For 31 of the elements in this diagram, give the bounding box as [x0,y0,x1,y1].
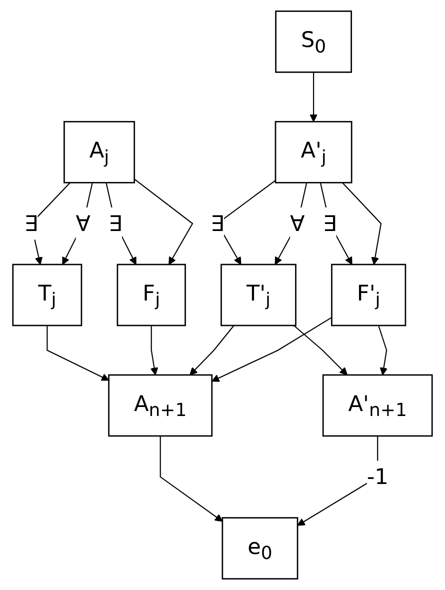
arrow [160,436,223,522]
arrow [134,178,194,265]
arrow [274,182,308,265]
edge-label: ∃ [108,210,122,236]
node-box: F$_{j}$ [116,264,186,326]
arrow [294,325,348,376]
node-box: T'$_{j}$ [220,264,296,326]
node-box: F'$_{j}$ [331,264,406,326]
edge-label: ∃ [210,210,224,236]
edge-label: ∃ [24,210,38,236]
node-box: A$_{j}$ [64,120,136,184]
arrow [320,182,352,265]
arrow [342,182,382,265]
node-box: A$_{n+1}$ [108,374,213,437]
arrow [212,317,332,382]
node-box: A'$_{j}$ [274,120,352,184]
arrow [310,72,318,122]
edge-label: ∀ [76,210,91,236]
edge-label: ∃ [322,210,336,236]
arrow [378,325,388,376]
node-box: e$_{0}$ [222,517,298,580]
arrow [150,326,158,376]
edge-label: ∀ [290,210,305,236]
arrow [46,326,110,381]
edge-label: -1 [366,464,388,490]
arrow [106,182,136,265]
node-box: S$_{0}$ [275,10,352,73]
node-box: A'$_{n+1}$ [322,374,433,437]
arrow [190,325,234,376]
node-box: T$_{j}$ [12,264,82,326]
arrow [62,182,93,265]
